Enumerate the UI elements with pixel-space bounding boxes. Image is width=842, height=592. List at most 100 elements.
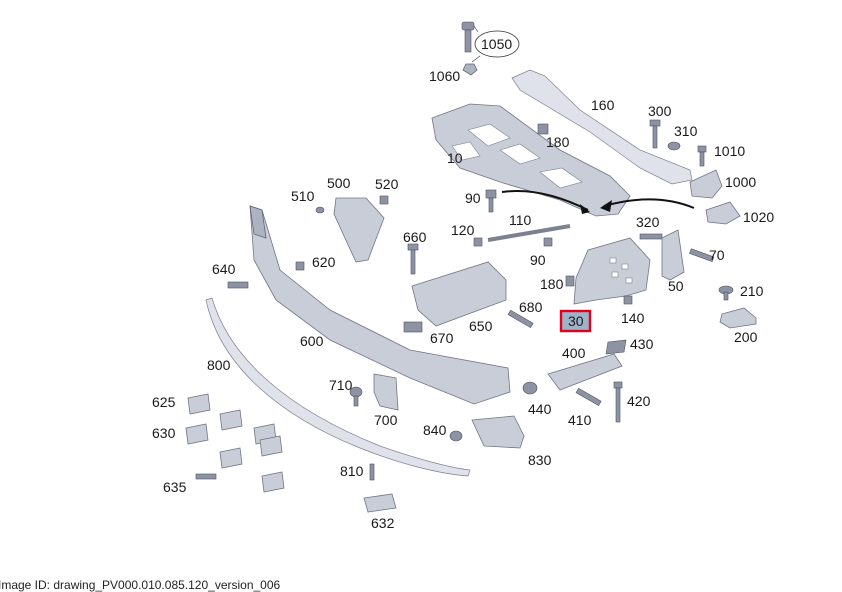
- label-440: 440: [528, 401, 552, 417]
- highlight-box-30[interactable]: [559, 309, 592, 333]
- label-400: 400: [562, 345, 586, 361]
- part-30-bracket[interactable]: [573, 237, 651, 305]
- label-180-b: 180: [540, 276, 564, 292]
- part-110-rod[interactable]: [487, 224, 571, 242]
- part-840-bolt[interactable]: [449, 430, 463, 442]
- label-640: 640: [212, 261, 236, 277]
- part-600-bumper-beam[interactable]: [249, 205, 511, 405]
- label-1050: 1050: [481, 36, 512, 52]
- label-110: 110: [509, 212, 532, 228]
- part-635-bolt[interactable]: [195, 473, 217, 480]
- label-70: 70: [709, 247, 725, 263]
- label-90-b: 90: [530, 252, 546, 268]
- part-120-nut[interactable]: [473, 237, 483, 247]
- part-520-clip[interactable]: [379, 195, 389, 205]
- label-50: 50: [668, 278, 684, 294]
- part-90-bolt-a[interactable]: [485, 189, 497, 213]
- part-830-bracket[interactable]: [471, 415, 525, 449]
- part-800-lower-strip[interactable]: [205, 297, 471, 477]
- part-140-clip[interactable]: [623, 295, 633, 305]
- part-400-crossmember[interactable]: [547, 353, 623, 391]
- label-30: 30: [568, 313, 584, 329]
- label-120: 120: [451, 222, 475, 238]
- part-810-bolt[interactable]: [369, 463, 375, 481]
- part-90-bolt-b[interactable]: [543, 237, 553, 247]
- part-200-bracket[interactable]: [719, 307, 757, 329]
- label-680: 680: [519, 299, 543, 315]
- label-650: 650: [469, 318, 493, 334]
- label-600: 600: [300, 333, 324, 349]
- part-420-bolt[interactable]: [613, 381, 623, 423]
- label-310: 310: [674, 123, 698, 139]
- label-430: 430: [630, 336, 654, 352]
- part-680-bolt[interactable]: [507, 309, 534, 329]
- part-10-carrier-frame[interactable]: [431, 103, 631, 217]
- part-632-clip[interactable]: [363, 493, 397, 513]
- label-420: 420: [627, 393, 651, 409]
- label-1020: 1020: [743, 209, 774, 225]
- part-510-nut[interactable]: [315, 206, 325, 214]
- label-320: 320: [636, 214, 660, 230]
- part-30-bracket-holes: [609, 257, 633, 284]
- part-50-bracket[interactable]: [661, 229, 685, 281]
- part-700-bracket[interactable]: [373, 373, 399, 411]
- label-1010: 1010: [714, 143, 745, 159]
- label-510: 510: [291, 188, 315, 204]
- part-670-clip[interactable]: [403, 321, 423, 333]
- arrow-left: [501, 189, 589, 211]
- label-300: 300: [648, 103, 672, 119]
- part-710-bolt[interactable]: [349, 386, 363, 407]
- label-10: 10: [447, 150, 463, 166]
- part-500-bracket[interactable]: [333, 197, 385, 263]
- label-520: 520: [375, 176, 399, 192]
- label-160: 160: [591, 97, 615, 113]
- image-id-footer: Image ID: drawing_PV000.010.085.120_vers…: [0, 578, 281, 592]
- part-1020-bracket[interactable]: [705, 201, 741, 225]
- part-410-bolt[interactable]: [575, 387, 602, 407]
- part-160-upper-bar[interactable]: [511, 69, 693, 185]
- label-200: 200: [734, 329, 758, 345]
- part-430-nut[interactable]: [605, 339, 627, 355]
- part-70-bolt[interactable]: [689, 248, 715, 262]
- label-635: 635: [163, 479, 187, 495]
- label-632: 632: [371, 515, 395, 531]
- label-1000: 1000: [725, 174, 756, 190]
- label-620: 620: [312, 254, 336, 270]
- label-660: 660: [403, 229, 427, 245]
- part-1050-bolt[interactable]: [461, 21, 475, 53]
- part-630-sensor-strip[interactable]: [185, 423, 285, 493]
- label-630: 630: [152, 425, 176, 441]
- arrow-right: [603, 198, 695, 209]
- label-670: 670: [430, 330, 454, 346]
- label-90-a: 90: [465, 190, 481, 206]
- label-800: 800: [207, 357, 231, 373]
- label-210: 210: [740, 283, 764, 299]
- part-1010-bolt[interactable]: [697, 145, 707, 167]
- part-180-bolt-a[interactable]: [537, 123, 549, 135]
- part-320-bolt[interactable]: [639, 233, 663, 240]
- part-300-bolt[interactable]: [649, 119, 661, 149]
- label-840: 840: [423, 422, 447, 438]
- label-810: 810: [340, 463, 364, 479]
- part-440-nut[interactable]: [522, 381, 538, 395]
- label-410: 410: [568, 412, 592, 428]
- label-625: 625: [152, 394, 176, 410]
- part-180-bolt-b[interactable]: [565, 275, 575, 287]
- label-180-a: 180: [546, 134, 570, 150]
- part-620-clip[interactable]: [295, 261, 305, 271]
- label-500: 500: [327, 175, 351, 191]
- part-640-bolt[interactable]: [227, 281, 249, 289]
- part-210-bolt[interactable]: [718, 285, 734, 301]
- label-700: 700: [374, 412, 398, 428]
- label-1060: 1060: [429, 68, 460, 84]
- part-660-bolt[interactable]: [407, 243, 419, 275]
- callout-oval-1050: [474, 30, 520, 58]
- label-830: 830: [528, 452, 552, 468]
- label-140: 140: [621, 310, 645, 326]
- part-310-washer[interactable]: [667, 141, 681, 151]
- part-650-absorber[interactable]: [411, 261, 507, 327]
- label-710: 710: [329, 377, 353, 393]
- part-1000-bracket[interactable]: [689, 169, 723, 199]
- part-1060-nut[interactable]: [462, 63, 478, 76]
